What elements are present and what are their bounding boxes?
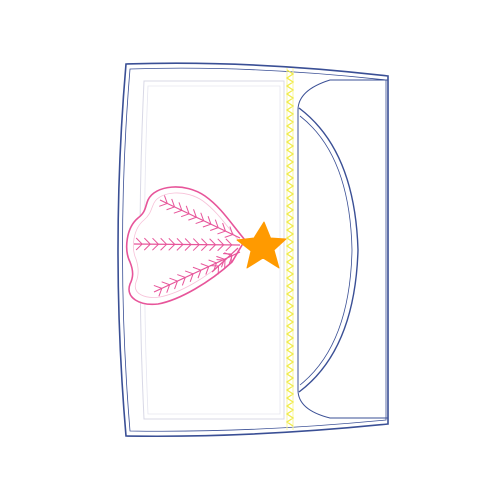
feather-barb [168,244,176,251]
feather-barb [188,216,197,221]
feather-barb [135,237,143,245]
feather-barb [185,205,190,214]
feather-barb [163,195,168,204]
feather-shaft [133,243,241,246]
feather-barb [178,202,183,211]
feather-barb [180,213,190,218]
feather-barb [202,223,212,228]
feather-barb [224,234,233,238]
feather-barb [176,238,184,245]
feather-barb [166,284,171,293]
feather-barb [152,243,159,251]
feather-barb [229,226,234,235]
feather-barb [217,244,225,252]
feather-barb [143,243,151,251]
feather-barb [197,270,202,279]
panel-outline-outer [117,62,389,438]
feather-barb [208,259,217,264]
feather-barb [176,244,184,251]
feather-barb [168,237,176,245]
feather-barb [205,266,210,275]
feather-barb [184,238,192,245]
feather-barb [192,238,200,245]
comet-tail-inner [133,192,241,298]
feather-barb [160,243,167,251]
feather-barb [209,244,216,252]
feather-barb [222,222,226,232]
feather-barb [225,238,233,246]
feather-barb [153,284,162,289]
feather-barb [216,255,225,260]
feather-barb [184,270,194,275]
feather-barb [192,244,200,251]
feather-barb [169,277,178,282]
feather-barb [192,266,202,271]
feather-barb [189,273,194,282]
feather-shaft [159,199,241,239]
feather-barb [193,209,197,218]
feather-barb [200,244,208,251]
feather-barb [200,263,209,268]
feather-barb [200,212,205,221]
feather-barb [177,274,186,278]
feather-barb [161,281,170,286]
star-icon [236,221,287,269]
feather-barb [171,198,176,208]
feather-barb [195,220,204,225]
shooting-star-icon [125,186,287,306]
feather-barb [201,238,208,246]
feather-barb [214,219,219,228]
feather-barb [210,227,219,231]
feather-barb [174,280,178,290]
feather-barb [135,243,143,251]
feather-barb [173,209,182,214]
stitch-line [285,68,295,430]
feather-barb [160,237,167,245]
feather-barb [225,244,233,252]
feather-barb [159,202,168,207]
pocket-flap-outer [297,79,388,419]
pocket-curve-inner-2 [299,115,353,386]
feather-barb [184,244,192,251]
feather-barb [144,237,151,245]
feather-barb [209,238,216,246]
feather-barb [152,237,159,245]
feather-barb [217,238,225,246]
feather-barb [207,216,212,225]
feather-barb [166,206,175,211]
feather-barb [217,230,226,235]
pocket-curve-inner [298,107,359,393]
feather-barb [181,277,186,286]
panel-outline-inner [122,67,387,432]
feather-barb [158,288,163,297]
comet-tail-icon [125,186,246,306]
